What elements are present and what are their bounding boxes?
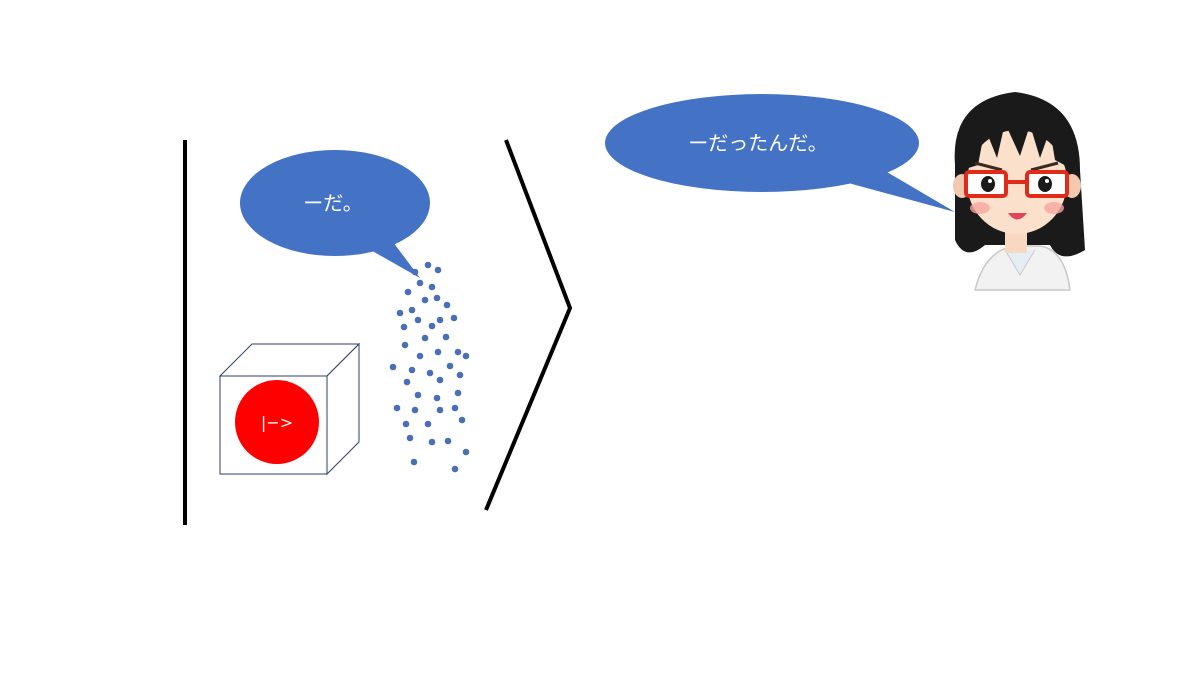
scatter-dot bbox=[436, 316, 444, 324]
scatter-dot bbox=[450, 314, 458, 322]
scatter-dot bbox=[436, 376, 444, 384]
scatter-dot bbox=[451, 404, 459, 412]
scatter-dots bbox=[389, 261, 470, 473]
scatter-dot bbox=[454, 348, 462, 356]
scatter-dot bbox=[426, 369, 434, 377]
glasses-icon bbox=[964, 170, 1069, 198]
scatter-dot bbox=[411, 268, 419, 276]
scatter-dot bbox=[416, 279, 424, 287]
scatter-dot bbox=[421, 296, 429, 304]
scatter-dot bbox=[434, 266, 442, 274]
scatter-dot bbox=[424, 261, 432, 269]
scatter-dot bbox=[421, 334, 429, 342]
scientist-bubble-text: ーだったんだ。 bbox=[688, 131, 827, 155]
scatter-dot bbox=[414, 391, 422, 399]
scatter-dot bbox=[443, 301, 451, 309]
scatter-dot bbox=[434, 348, 442, 356]
scatter-dot bbox=[454, 389, 462, 397]
scatter-dot bbox=[424, 420, 432, 428]
cube-box: |−> bbox=[218, 342, 361, 476]
scatter-dot bbox=[462, 448, 470, 456]
scatter-dot bbox=[408, 306, 416, 314]
scatter-dot bbox=[428, 283, 436, 291]
scatter-dot bbox=[403, 378, 411, 386]
scatter-dot bbox=[456, 371, 464, 379]
scatter-dot bbox=[451, 465, 459, 473]
scatter-dot bbox=[393, 404, 401, 412]
scatter-dot bbox=[389, 363, 397, 371]
scatter-dot bbox=[404, 288, 412, 296]
scatter-dot bbox=[428, 438, 436, 446]
scatter-dot bbox=[446, 362, 454, 370]
scatter-dot bbox=[411, 406, 419, 414]
scatter-dot bbox=[396, 309, 404, 317]
ket-right-angle bbox=[484, 139, 573, 511]
scatter-dot bbox=[410, 458, 418, 466]
scientist-speech-bubble: ーだったんだ。 bbox=[605, 94, 955, 212]
scatter-dot bbox=[442, 333, 450, 341]
ket-speech-bubble: ーだ。 bbox=[240, 150, 430, 278]
scatter-dot bbox=[444, 437, 452, 445]
scatter-dot bbox=[436, 406, 444, 414]
scatter-dot bbox=[406, 434, 414, 442]
scatter-dot bbox=[433, 394, 441, 402]
scatter-dot bbox=[408, 366, 416, 374]
scatter-dot bbox=[428, 322, 436, 330]
scatter-dot bbox=[400, 323, 408, 331]
box-label: |−> bbox=[261, 413, 293, 432]
scatter-dot bbox=[458, 416, 466, 424]
red-circle bbox=[235, 380, 319, 464]
ket-bubble-text: ーだ。 bbox=[303, 191, 362, 215]
scatter-dot bbox=[462, 352, 470, 360]
scatter-dot bbox=[414, 316, 422, 324]
scatter-dot bbox=[416, 352, 424, 360]
scatter-dot bbox=[433, 294, 441, 302]
scientist-woman-icon bbox=[953, 92, 1085, 291]
scatter-dot bbox=[402, 420, 410, 428]
scatter-dot bbox=[401, 341, 409, 349]
